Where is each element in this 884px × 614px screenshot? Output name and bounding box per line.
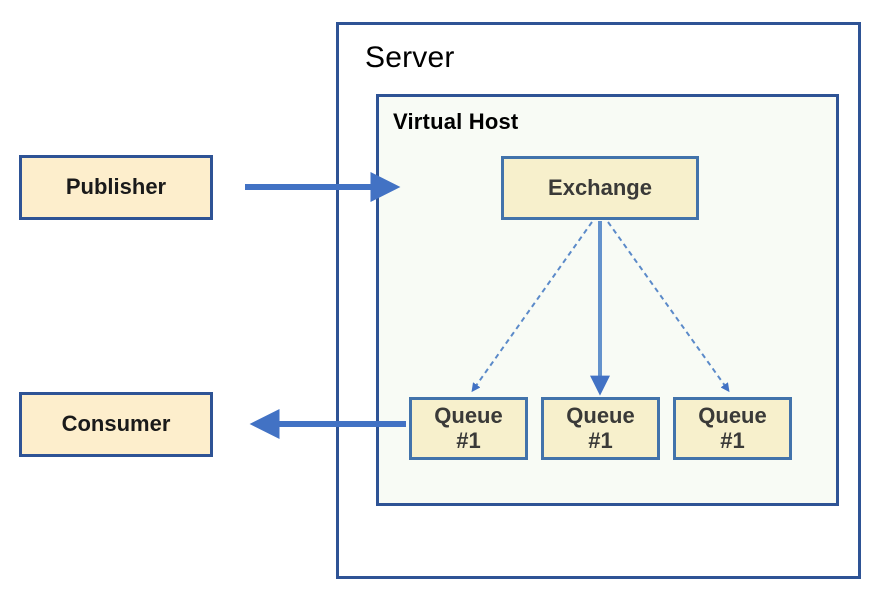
- publisher-node[interactable]: Publisher: [19, 155, 213, 220]
- consumer-node[interactable]: Consumer: [19, 392, 213, 457]
- exchange-label: Exchange: [548, 174, 652, 200]
- server-label: Server: [365, 41, 455, 74]
- exchange-node[interactable]: Exchange: [501, 156, 699, 220]
- consumer-label: Consumer: [61, 411, 171, 437]
- queue-node-2[interactable]: Queue #1: [541, 397, 660, 460]
- queue-2-label: Queue #1: [566, 402, 635, 453]
- queue-3-label: Queue #1: [698, 402, 767, 453]
- publisher-label: Publisher: [65, 174, 167, 200]
- queue-1-label: Queue #1: [434, 402, 503, 453]
- queue-node-1[interactable]: Queue #1: [409, 397, 528, 460]
- virtual-host-label: Virtual Host: [393, 109, 519, 134]
- queue-node-3[interactable]: Queue #1: [673, 397, 792, 460]
